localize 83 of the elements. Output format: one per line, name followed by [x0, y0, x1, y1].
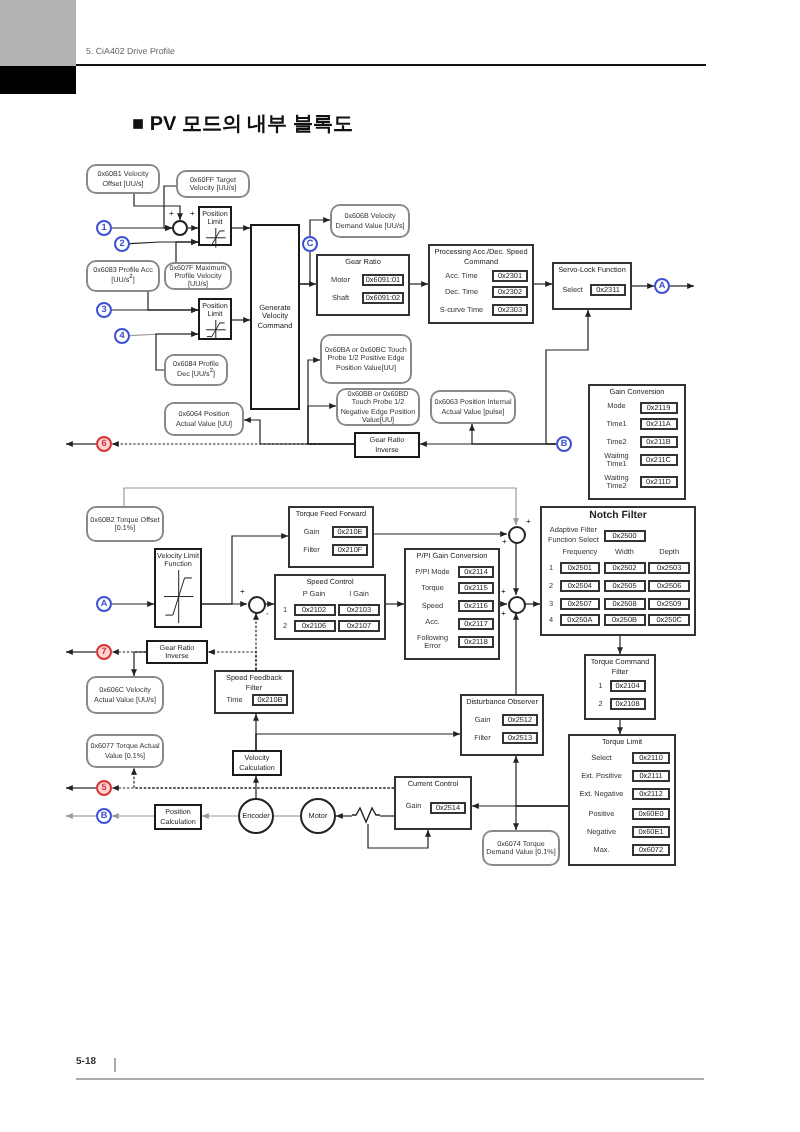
arrow — [123, 487, 519, 526]
object-value-box — [482, 830, 560, 866]
arrow — [307, 403, 355, 445]
object-value-box — [430, 390, 516, 424]
parameter-block — [584, 654, 656, 720]
parameter-block — [568, 734, 676, 866]
connector-line — [299, 251, 311, 285]
arrow — [187, 225, 199, 231]
object-value-box — [86, 734, 164, 768]
arrow — [669, 283, 695, 289]
parameter-block — [552, 262, 632, 310]
connector-line — [379, 815, 395, 817]
arrow — [335, 813, 353, 819]
object-value-box — [176, 170, 250, 198]
zigzag-symbol — [352, 806, 380, 824]
parameter-block — [288, 506, 374, 568]
object-value-box — [86, 260, 160, 292]
arrow — [111, 813, 155, 819]
arrow — [131, 767, 395, 789]
parameter-block — [588, 384, 686, 500]
parameter-block — [428, 244, 534, 324]
arrow — [469, 423, 557, 445]
parameter-block — [404, 548, 500, 660]
parameter-block — [394, 776, 472, 830]
arrow — [111, 601, 155, 607]
arrow — [133, 193, 183, 221]
arrow — [533, 281, 553, 287]
arrow — [617, 635, 623, 655]
arrow — [65, 785, 97, 791]
arrow — [255, 731, 461, 751]
object-value-box — [86, 676, 164, 714]
arrow — [264, 601, 275, 607]
arrow — [231, 317, 251, 323]
arrow — [367, 823, 431, 849]
arrow — [373, 531, 508, 537]
object-value-box — [164, 402, 244, 436]
arrow — [499, 601, 508, 607]
arrow — [65, 649, 97, 655]
arrow — [131, 651, 147, 677]
arrow — [231, 225, 251, 231]
object-value-box — [86, 164, 160, 194]
arrow — [513, 542, 519, 596]
arrow — [65, 813, 97, 819]
process-block — [198, 298, 232, 340]
arrow — [65, 441, 97, 447]
arrow — [207, 649, 257, 671]
summing-junction — [507, 595, 525, 613]
summing-junction — [507, 525, 525, 543]
arrow — [385, 601, 405, 607]
arrow — [524, 601, 541, 607]
summing-junction — [247, 595, 265, 613]
connector-line — [273, 815, 301, 817]
process-block — [354, 432, 420, 458]
parameter-block — [274, 574, 386, 640]
arrow — [631, 283, 655, 289]
arrow — [175, 239, 199, 263]
arrow — [201, 813, 239, 819]
process-block — [146, 640, 208, 664]
arrow — [163, 185, 177, 231]
arrow — [201, 533, 289, 605]
arrow — [309, 217, 331, 237]
arrow — [513, 805, 569, 831]
process-block — [154, 548, 202, 628]
object-value-box — [330, 204, 410, 238]
arrow — [155, 331, 199, 371]
arrow — [513, 612, 519, 695]
arrow — [409, 281, 429, 287]
process-block — [198, 206, 232, 246]
parameter-block — [316, 254, 410, 316]
arrow — [617, 719, 623, 735]
summing-junction — [172, 220, 188, 236]
arrow — [545, 309, 591, 445]
process-block — [250, 224, 300, 410]
object-value-box — [320, 334, 412, 384]
parameter-block — [214, 670, 294, 714]
object-value-box — [86, 506, 164, 542]
diagram-title: ■ PV 모드의 내부 블록도 — [132, 112, 353, 138]
process-block — [232, 750, 282, 776]
parameter-block — [460, 694, 544, 756]
arrow — [253, 775, 259, 799]
object-value-box — [164, 354, 228, 386]
arrow — [147, 291, 199, 313]
parameter-block — [540, 506, 696, 636]
